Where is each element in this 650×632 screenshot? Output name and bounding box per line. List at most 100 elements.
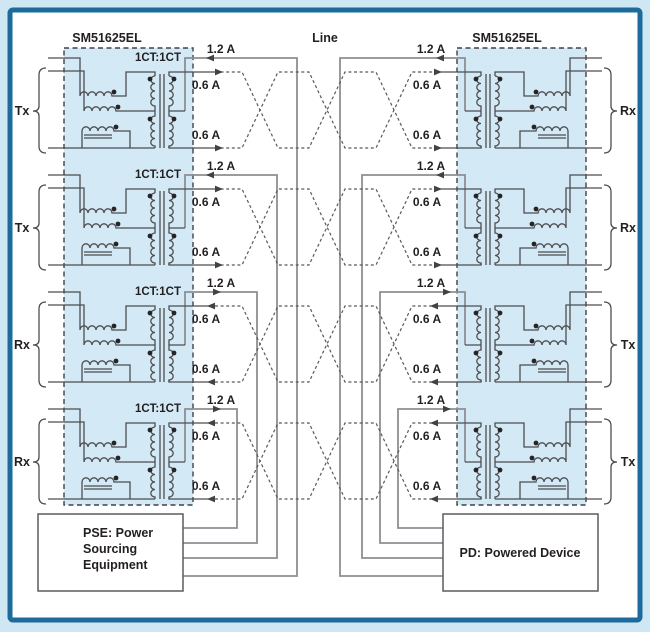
transformer-core-lines (159, 308, 165, 382)
phase-dot (147, 193, 153, 199)
phase-dot (531, 124, 537, 130)
current-total-label-left: 1.2 A (207, 276, 236, 290)
channel-brace (32, 418, 47, 505)
choke-winding-2 (495, 70, 602, 112)
current-total-label-right: 1.2 A (417, 276, 446, 290)
current-total-label-left: 1.2 A (207, 393, 236, 407)
current-total-label-left: 1.2 A (207, 159, 236, 173)
choke-winding-2 (495, 187, 602, 229)
channel-3-pd-power-path (379, 291, 466, 544)
pse-box (37, 513, 184, 592)
current-arrow-split (215, 261, 223, 269)
phase-dot (147, 76, 153, 82)
phase-dot (113, 241, 119, 247)
choke-winding-3 (48, 477, 155, 500)
choke-winding-2 (48, 187, 155, 229)
channel-1-pair-wire-a (215, 71, 437, 149)
power-bus-wires (183, 57, 466, 577)
device-label-left: Rx (14, 338, 30, 352)
current-arrow-split (207, 378, 215, 386)
current-split-label: 0.6 A (413, 479, 442, 493)
choke-winding-3 (48, 243, 155, 266)
transformer-primary-winding (494, 75, 500, 148)
phase-dot (497, 233, 503, 239)
transformer-primary-winding (150, 309, 156, 382)
channel-2-pd-coupler (435, 174, 618, 271)
current-split-label: 0.6 A (192, 78, 221, 92)
device-label-right: Rx (620, 104, 636, 118)
transformer-core-lines (485, 425, 491, 499)
transformer-primary-winding (494, 309, 500, 382)
choke-core-lines (538, 485, 566, 490)
current-arrow-split (430, 378, 438, 386)
transformer-core-lines (485, 74, 491, 148)
transformer-secondary-winding (476, 309, 482, 382)
pd-box-label: PD: Powered Device (460, 546, 581, 560)
line-side-terminals (435, 305, 482, 383)
choke-winding-1 (494, 174, 602, 214)
pse-box-label-line: PSE: Power (83, 526, 153, 540)
phase-dot (113, 124, 119, 130)
choke-winding-3 (48, 126, 155, 149)
phase-dot (497, 193, 503, 199)
choke-winding-1 (48, 408, 156, 448)
phase-dot (171, 116, 177, 122)
transformer-primary-winding (150, 75, 156, 148)
channel-2-pse-power-path (183, 174, 278, 559)
current-split-label: 0.6 A (413, 429, 442, 443)
part-number-left: SM51625EL (72, 31, 142, 45)
phase-dot (147, 350, 153, 356)
current-arrow-split (430, 302, 438, 310)
current-arrow-split (207, 302, 215, 310)
current-arrow-total-right (443, 288, 451, 296)
choke-core-lines (84, 368, 112, 373)
phase-dot (171, 427, 177, 433)
transformer-secondary-winding (168, 192, 174, 265)
current-arrow-total-right (436, 171, 444, 179)
device-label-right: Tx (621, 455, 636, 469)
current-arrow-split (434, 68, 442, 76)
choke-winding-1 (48, 174, 156, 214)
channel-4-pd-coupler (435, 408, 618, 505)
current-arrow-total-left (206, 54, 214, 62)
choke-winding-1 (494, 291, 602, 331)
current-arrow-split (215, 144, 223, 152)
phase-dot (111, 323, 117, 329)
device-label-left: Rx (14, 455, 30, 469)
component-symbols (32, 57, 618, 592)
choke-winding-3 (495, 477, 602, 500)
choke-winding-3 (48, 360, 155, 383)
current-arrow-split (215, 68, 223, 76)
channel-3-pse-power-path (183, 291, 258, 544)
channel-3-pse-coupler (32, 291, 215, 388)
choke-winding-2 (495, 421, 602, 463)
choke-winding-1 (48, 291, 156, 331)
phase-dot (531, 475, 537, 481)
phase-dot (497, 116, 503, 122)
channel-3-pair-wire-b (215, 305, 437, 383)
transformer-core-lines (159, 74, 165, 148)
phase-dot (111, 206, 117, 212)
current-split-label: 0.6 A (413, 78, 442, 92)
phase-dot (111, 89, 117, 95)
phase-dot (115, 221, 121, 227)
phase-dot (533, 89, 539, 95)
channel-4-pd-power-path (397, 408, 466, 529)
current-split-label: 0.6 A (192, 195, 221, 209)
channel-brace (32, 184, 47, 271)
transformer-primary-winding (494, 192, 500, 265)
pd-side-magnetics-block (456, 47, 587, 506)
phase-dot (529, 104, 535, 110)
line-side-terminals (435, 422, 482, 500)
current-split-label: 0.6 A (192, 479, 221, 493)
current-total-label-right: 1.2 A (417, 393, 446, 407)
channel-1-pd-coupler (435, 57, 618, 154)
device-label-right: Tx (621, 338, 636, 352)
channel-brace (603, 418, 618, 505)
channel-brace (32, 67, 47, 154)
channel-2-pd-power-path (361, 174, 466, 559)
choke-winding-1 (494, 57, 602, 97)
line-side-terminals (168, 422, 215, 500)
